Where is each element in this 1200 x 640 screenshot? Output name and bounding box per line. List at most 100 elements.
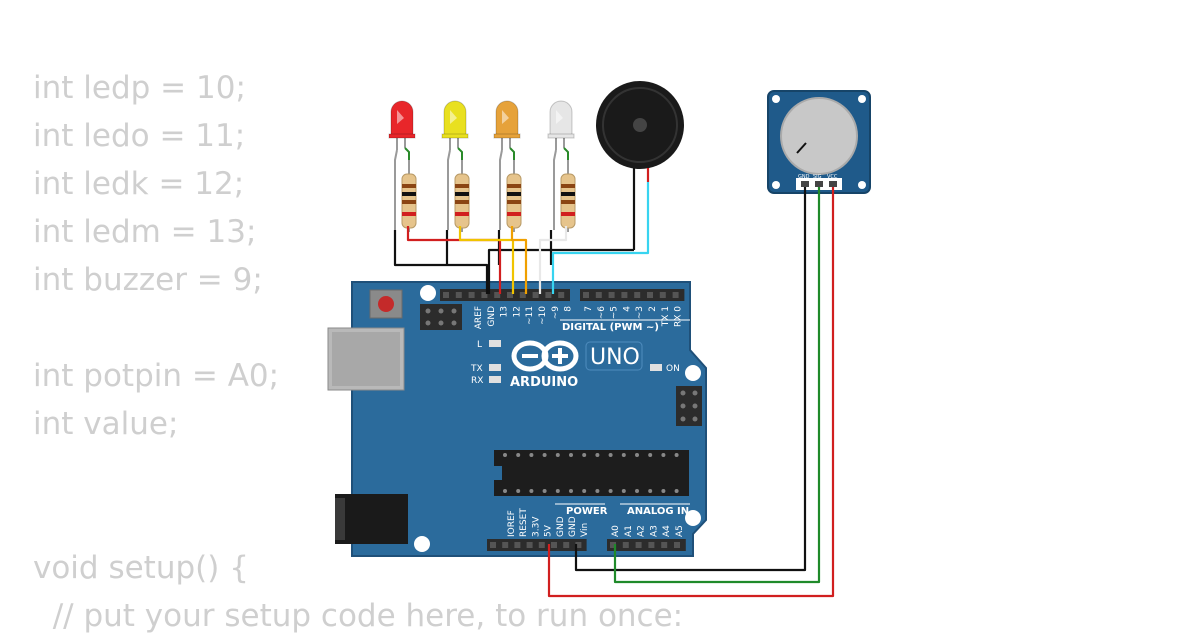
code-editor-text: int ledp = 10;int ledo = 11;int ledk = 1… — [33, 64, 683, 640]
pin-label: A0 — [611, 525, 621, 537]
header-pin[interactable] — [502, 542, 509, 548]
pin-label: 12 — [512, 306, 522, 317]
mounting-hole — [414, 536, 430, 552]
header-pin[interactable] — [621, 292, 628, 298]
header-pin[interactable] — [661, 542, 668, 548]
mounting-hole — [685, 365, 701, 381]
header-pin[interactable] — [551, 542, 557, 548]
resistor — [401, 173, 417, 229]
atmega-chip — [494, 450, 689, 496]
analog-header[interactable] — [607, 539, 686, 551]
wire-pin10-white-led — [538, 226, 568, 294]
pin-label: Vin — [580, 523, 590, 537]
pin-label: 3.3V — [531, 516, 541, 537]
pin-label: IOREF — [507, 510, 517, 537]
pin-label: AREF — [474, 306, 484, 329]
header-pin[interactable] — [468, 292, 475, 298]
arduino-logo — [511, 340, 579, 372]
pin-label: 7 — [584, 306, 594, 312]
wire-pot-sig — [613, 187, 821, 584]
header-pin[interactable] — [538, 542, 545, 548]
header-pin[interactable] — [674, 542, 680, 548]
header-pin[interactable] — [610, 542, 616, 548]
code-line: void setup() { — [33, 550, 249, 586]
potentiometer-knob[interactable] — [780, 97, 858, 175]
header-pin[interactable] — [490, 542, 496, 548]
potentiometer-module[interactable]: GND SIG VCC — [767, 90, 871, 194]
header-pin[interactable] — [558, 292, 565, 298]
pin-label: A3 — [649, 525, 659, 537]
icsp-header-right — [676, 386, 702, 426]
tx-label: TX — [470, 364, 483, 374]
pin-label: A4 — [662, 525, 672, 537]
icsp-header-left — [420, 304, 462, 330]
orange-led[interactable] — [493, 100, 521, 139]
header-pin[interactable] — [583, 292, 589, 298]
wire-gnd-buzzer — [487, 248, 634, 294]
piezo-buzzer[interactable] — [596, 81, 684, 250]
code-line: int ledk = 12; — [33, 166, 245, 202]
code-line: int value; — [33, 406, 179, 442]
pin-label: GND — [568, 516, 578, 537]
pin-label: 4 — [622, 306, 632, 312]
header-pin[interactable] — [481, 292, 488, 298]
pin-label: ~6 — [597, 306, 607, 320]
yellow-led[interactable] — [441, 100, 469, 139]
pin-label: 13 — [500, 306, 510, 317]
pin-label: ~5 — [610, 306, 620, 319]
header-pin[interactable] — [519, 292, 526, 298]
pin-label: 8 — [564, 306, 574, 312]
wire-gnd-leds — [393, 230, 489, 294]
header-pin[interactable] — [635, 542, 642, 548]
led-l-label: L — [477, 340, 482, 350]
led-on-indicator — [650, 364, 662, 371]
digital-header-left[interactable] — [440, 289, 570, 301]
pin-label: ~11 — [525, 306, 535, 325]
mounting-hole — [685, 510, 701, 526]
on-label: ON — [666, 364, 680, 374]
header-pin[interactable] — [563, 542, 570, 548]
arduino-brand-label: ARDUINO — [510, 375, 578, 390]
header-pin[interactable] — [526, 542, 533, 548]
header-pin[interactable] — [443, 292, 449, 298]
header-pin[interactable] — [608, 292, 615, 298]
header-pin[interactable] — [648, 542, 655, 548]
digital-header-right[interactable] — [580, 289, 685, 301]
wire-pin12-yellow-led — [458, 226, 515, 294]
pot-pin-gnd: GND — [798, 174, 810, 180]
header-pin[interactable] — [659, 292, 666, 298]
header-pin[interactable] — [672, 292, 679, 298]
header-pin[interactable] — [634, 292, 641, 298]
pot-pin-sig: SIG — [813, 174, 822, 180]
rx-label: RX — [471, 376, 483, 386]
code-line: int ledp = 10; — [33, 70, 246, 106]
code-line: int buzzer = 9; — [33, 262, 263, 298]
header-pin[interactable] — [494, 292, 501, 298]
header-pin[interactable] — [507, 292, 513, 298]
pin-label: ~3 — [635, 306, 645, 319]
header-pin[interactable] — [647, 292, 653, 298]
pin-label: TX 1 — [661, 306, 671, 327]
header-pin[interactable] — [575, 542, 582, 548]
wire-pot-vcc — [547, 187, 835, 598]
header-pin[interactable] — [455, 292, 462, 298]
pin-label: A2 — [637, 525, 647, 537]
white-led[interactable] — [547, 100, 575, 139]
header-pin[interactable] — [532, 292, 539, 298]
pin-label: RX 0 — [674, 306, 684, 327]
digital-pwm-label: DIGITAL (PWM ~) — [562, 322, 659, 333]
power-header[interactable] — [487, 539, 587, 551]
code-line: int ledm = 13; — [33, 214, 257, 250]
mounting-hole — [420, 285, 436, 301]
header-pin[interactable] — [545, 292, 552, 298]
resistor — [506, 173, 522, 229]
header-pin[interactable] — [622, 542, 629, 548]
header-pin[interactable] — [595, 292, 602, 298]
header-pin[interactable] — [514, 542, 521, 548]
red-led[interactable] — [388, 100, 416, 139]
wire-pot-gnd — [574, 187, 807, 572]
led-tx-indicator — [489, 364, 501, 371]
